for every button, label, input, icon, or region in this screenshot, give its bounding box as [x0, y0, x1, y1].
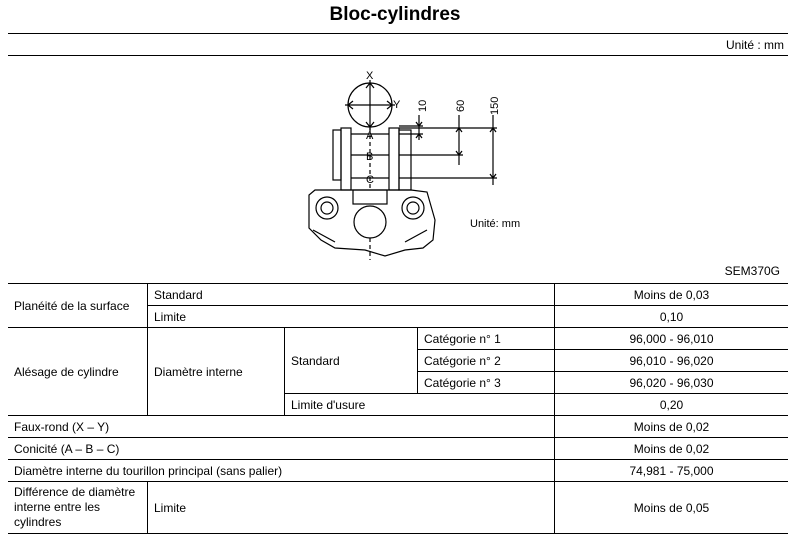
dimension-150: 150	[489, 97, 501, 115]
difference-value: Moins de 0,05	[554, 481, 788, 534]
table-row: Faux-rond (X – Y) Moins de 0,02	[8, 415, 788, 438]
bore-category-value: 96,020 - 96,030	[554, 371, 788, 394]
taper-value: Moins de 0,02	[554, 437, 788, 460]
header-rule	[8, 55, 788, 56]
dimension-60: 60	[455, 100, 467, 112]
difference-limit: Limite	[147, 481, 555, 534]
page-title: Bloc-cylindres	[329, 4, 461, 25]
label-y: Y	[393, 99, 401, 111]
table-row: Alésage de cylindre Diamètre interne Sta…	[8, 327, 788, 416]
label-b: B	[366, 151, 373, 163]
table-row: Conicité (A – B – C) Moins de 0,02	[8, 437, 788, 460]
table-row: Différence de diamètre interne entre les…	[8, 481, 788, 534]
table-row: Limite d'usure 0,20	[8, 393, 788, 416]
figure-code: SEM370G	[724, 264, 780, 278]
table-row: Planéité de la surface Standard Moins de…	[8, 283, 788, 328]
label-x: X	[366, 70, 374, 82]
ovality-value: Moins de 0,02	[554, 415, 788, 438]
unit-label: Unité : mm	[725, 38, 784, 52]
bore-label: Alésage de cylindre	[8, 327, 148, 416]
bore-wear-limit: Limite d'usure	[284, 393, 555, 416]
bore-standard: Standard	[284, 327, 418, 394]
surface-limit: Limite	[147, 305, 555, 328]
table-row: Diamètre interne du tourillon principal …	[8, 459, 788, 482]
label-c: C	[366, 174, 374, 186]
taper-label: Conicité (A – B – C)	[8, 437, 555, 460]
surface-limit-value: 0,10	[554, 305, 788, 328]
dimension-10: 10	[417, 100, 429, 112]
figure-unit: Unité: mm	[470, 218, 521, 230]
difference-label: Différence de diamètre interne entre les…	[8, 481, 148, 534]
ovality-label: Faux-rond (X – Y)	[8, 415, 555, 438]
bore-sub: Diamètre interne	[147, 327, 285, 416]
journal-value: 74,981 - 75,000	[554, 459, 788, 482]
spec-table: Planéité de la surface Standard Moins de…	[8, 283, 788, 534]
bore-category: Catégorie n° 1	[417, 327, 555, 350]
cylinder-block-diagram: X Y A B C 10 60 150	[308, 70, 501, 260]
surface-standard: Standard	[147, 283, 555, 306]
bore-category: Catégorie n° 3	[417, 371, 555, 394]
title-rule	[8, 33, 788, 34]
bore-wear-value: 0,20	[554, 393, 788, 416]
surface-standard-value: Moins de 0,03	[554, 283, 788, 306]
journal-label: Diamètre interne du tourillon principal …	[8, 459, 555, 482]
surface-label: Planéité de la surface	[8, 283, 148, 328]
label-a: A	[366, 130, 374, 142]
bore-category: Catégorie n° 2	[417, 349, 555, 372]
bore-category-value: 96,000 - 96,010	[554, 327, 788, 350]
bore-category-value: 96,010 - 96,020	[554, 349, 788, 372]
